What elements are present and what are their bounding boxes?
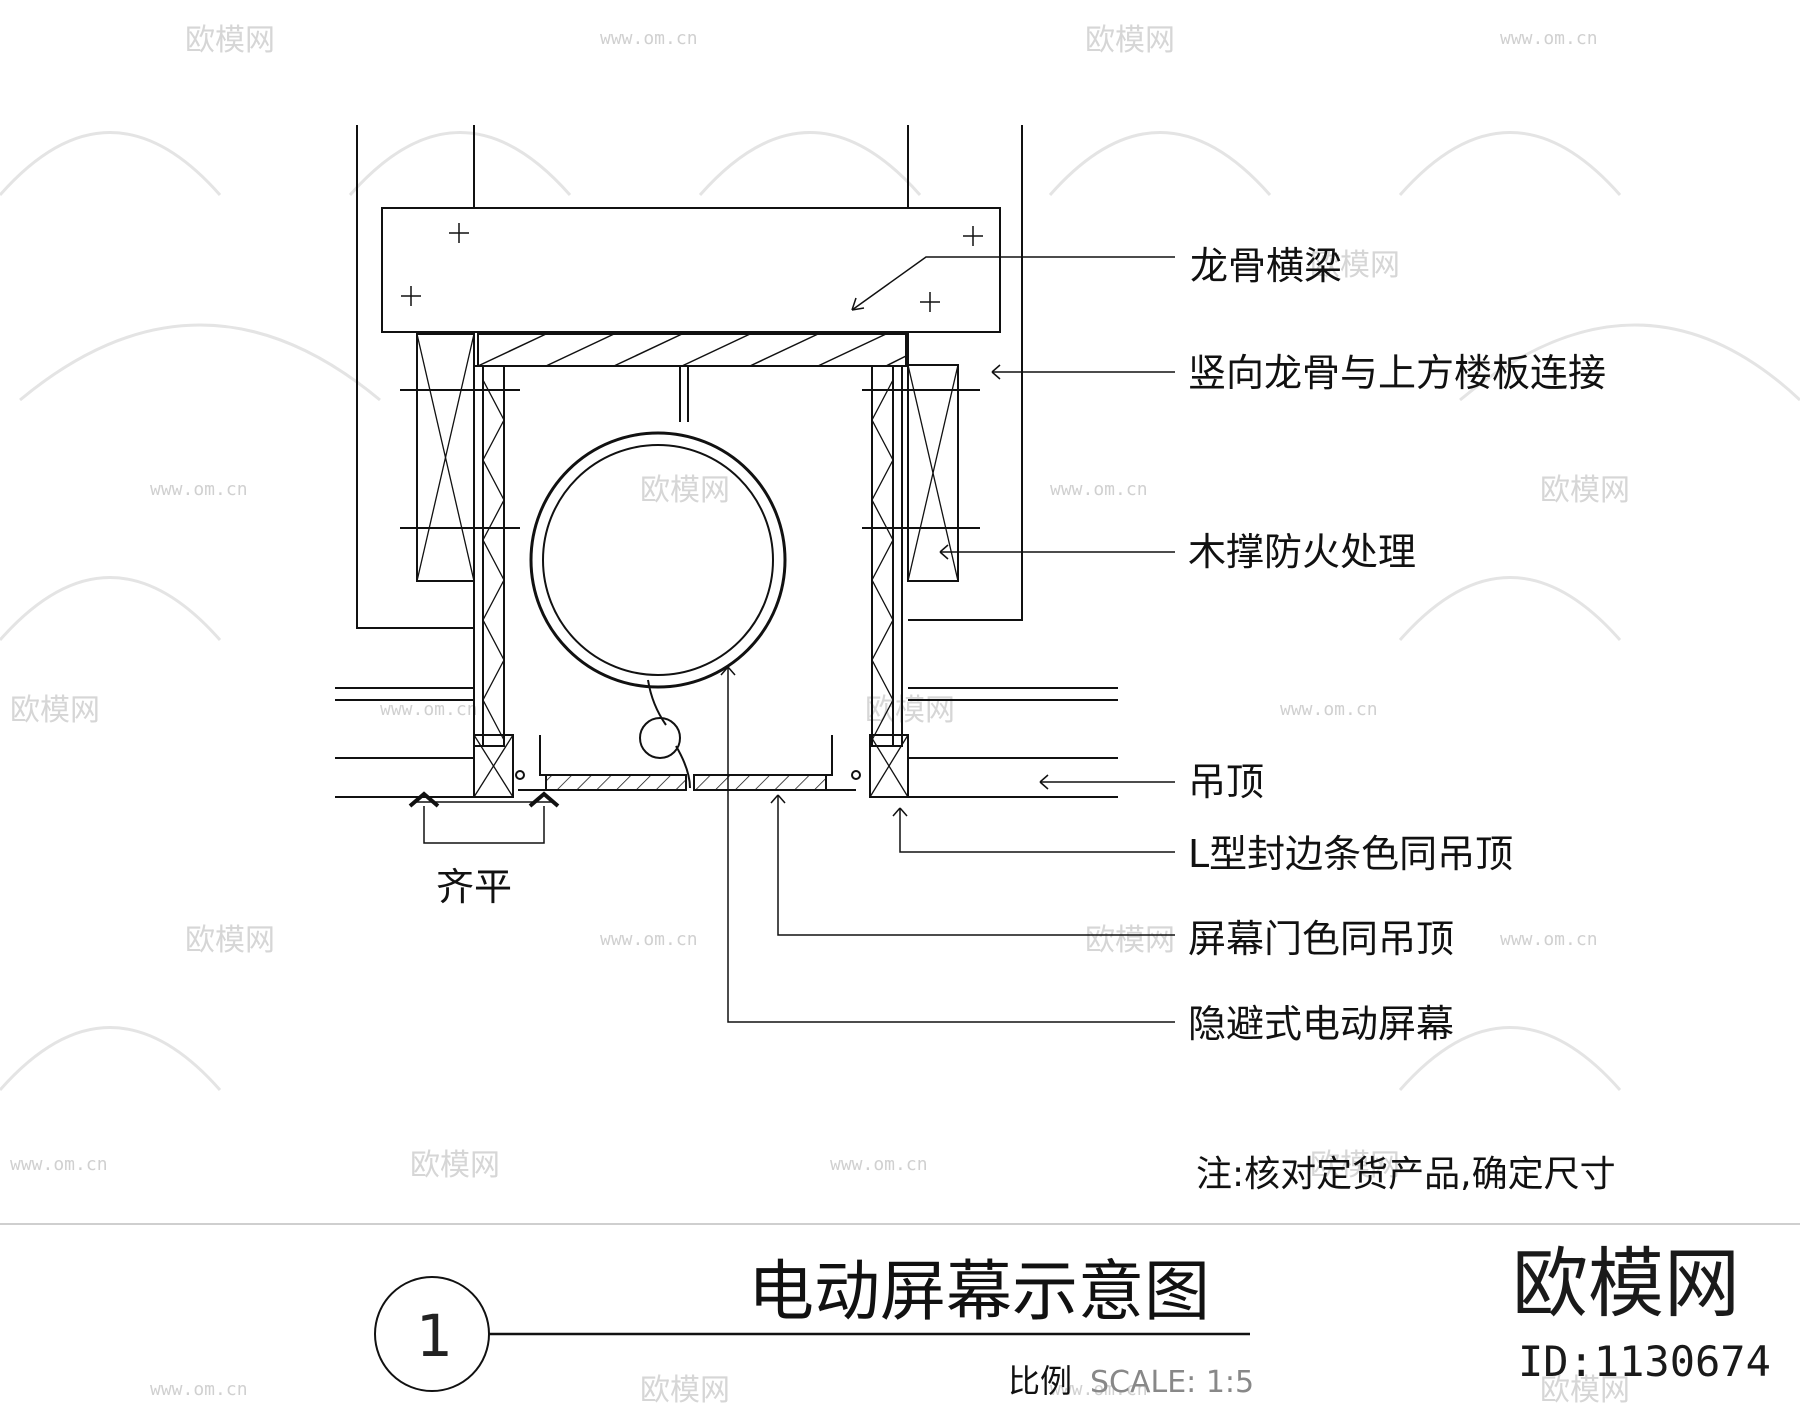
- leader-l-trim: [899, 808, 1175, 853]
- watermark-url: www.om.cn: [150, 479, 248, 500]
- watermark-url: www.om.cn: [1050, 479, 1148, 500]
- watermark-arcs: [0, 131, 1800, 1091]
- arrow-hidden-screen: [720, 666, 736, 676]
- arrow-keel-beam: [851, 297, 865, 311]
- watermark-logo: 欧模网: [640, 473, 730, 508]
- drawing-title: 电动屏幕示意图: [748, 1253, 1210, 1330]
- label-ceiling: 吊顶: [1188, 760, 1264, 804]
- section-drawing: [335, 125, 1118, 844]
- left-stud-zigzag: [482, 379, 505, 741]
- right-stud-zigzag: [871, 379, 894, 741]
- label-hidden-screen: 隐避式电动屏幕: [1188, 1002, 1454, 1046]
- watermark-logo: 欧模网: [1310, 248, 1400, 283]
- left-bottom-block-x: [473, 734, 514, 798]
- top-board-hatch: [477, 333, 907, 367]
- scale-label: 比例: [1008, 1362, 1072, 1400]
- brand-logo-text: 欧模网: [1512, 1239, 1740, 1328]
- left-stud-inner: [482, 365, 505, 747]
- flush-bracket: [423, 806, 545, 844]
- watermark-logo: 欧模网: [410, 1148, 500, 1183]
- left-brace-x: [416, 333, 475, 582]
- watermark-url: www.om.cn: [1280, 699, 1378, 720]
- watermark-logo: 欧模网: [1085, 23, 1175, 58]
- screen-roller-outer: [529, 431, 787, 689]
- screen-roller-inner: [542, 444, 774, 676]
- screen-door-left: [545, 774, 687, 791]
- watermark-url: www.om.cn: [1500, 28, 1598, 49]
- brand-id: ID:1130674: [1518, 1337, 1771, 1386]
- watermark-url: www.om.cn: [1050, 1379, 1148, 1400]
- flush-marker-left: [408, 791, 440, 808]
- right-wall-outline: [908, 125, 1023, 621]
- leader-lines: [720, 256, 1175, 1023]
- label-l-trim: L型封边条色同吊顶: [1188, 832, 1513, 876]
- leader-hidden-screen: [727, 667, 1175, 1023]
- bolts: [400, 389, 980, 529]
- label-wood-brace: 木撑防火处理: [1188, 530, 1416, 574]
- right-stud-inner: [871, 365, 894, 747]
- watermark-url: www.om.cn: [830, 1154, 928, 1175]
- note-text: 注:核对定货产品,确定尺寸: [1196, 1154, 1616, 1195]
- left-bottom-block: [473, 734, 514, 798]
- right-bottom-block-x: [869, 734, 909, 798]
- watermark-url: www.om.cn: [10, 1154, 108, 1175]
- label-keel-beam: 龙骨横梁: [1190, 244, 1342, 288]
- flush-marker-right: [528, 791, 560, 808]
- keel-beam: [381, 207, 1001, 333]
- watermark-logo: 欧模网: [1540, 473, 1630, 508]
- right-brace-x: [907, 364, 959, 582]
- watermark-logo: 欧模网: [1310, 1148, 1400, 1183]
- hinge-left: [515, 770, 525, 780]
- scale-value: SCALE: 1:5: [1090, 1365, 1254, 1400]
- arrow-wood-brace: [939, 544, 949, 560]
- motor: [639, 717, 681, 759]
- label-flush: 齐平: [436, 865, 512, 909]
- l-trim-left: [518, 735, 547, 791]
- leader-keel-beam: [851, 256, 1175, 311]
- watermark-logo: 欧模网: [1085, 923, 1175, 958]
- keel-beam-crosses: [401, 223, 983, 312]
- watermark-logo: 欧模网: [10, 693, 100, 728]
- hinge-right: [851, 770, 861, 780]
- label-screen-door: 屏幕门色同吊顶: [1188, 917, 1454, 961]
- arrow-screen-door: [770, 794, 786, 804]
- left-wall-outline: [356, 125, 474, 629]
- screen-door-right: [693, 774, 827, 791]
- watermark-logo: 欧模网: [1540, 1373, 1630, 1408]
- label-vertical-keel: 竖向龙骨与上方楼板连接: [1188, 351, 1606, 395]
- watermark-url: www.om.cn: [600, 28, 698, 49]
- cable: [647, 679, 667, 726]
- arrow-ceiling: [1039, 774, 1049, 790]
- cable-drop: [675, 745, 691, 789]
- l-trim-right: [825, 735, 856, 791]
- drawing-number: 1: [416, 1302, 453, 1370]
- arrow-vertical-keel: [991, 364, 1001, 380]
- right-brace-block: [907, 364, 959, 582]
- watermark-url: www.om.cn: [600, 929, 698, 950]
- arrow-l-trim: [892, 807, 908, 817]
- watermark-logo: 欧模网: [865, 693, 955, 728]
- watermark-url: www.om.cn: [1500, 929, 1598, 950]
- watermark-logo: 欧模网: [640, 1373, 730, 1408]
- watermark-logo: 欧模网: [185, 23, 275, 58]
- leader-screen-door: [777, 795, 1175, 936]
- right-bottom-block: [869, 734, 909, 798]
- watermark-url: www.om.cn: [380, 699, 478, 720]
- watermark-logo: 欧模网: [185, 923, 275, 958]
- watermark-url: www.om.cn: [150, 1379, 248, 1400]
